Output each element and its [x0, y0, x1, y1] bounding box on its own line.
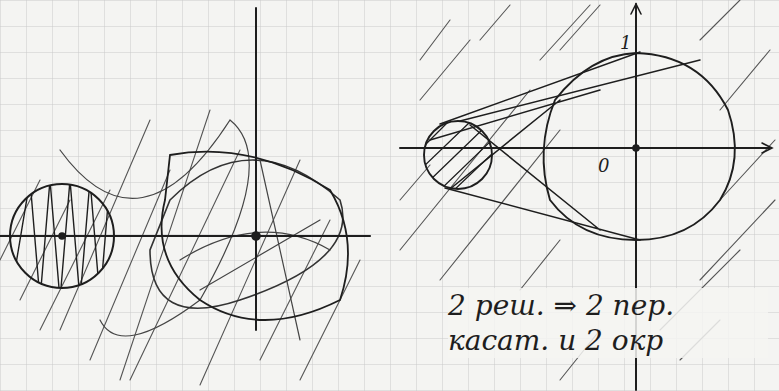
- right-sketch: [400, 0, 775, 390]
- origin-label: 0: [598, 155, 609, 176]
- handwritten-note: 2 реш. ⇒ 2 пер. касат. и 2 окр: [448, 288, 768, 358]
- axis-tick: 1: [620, 32, 631, 53]
- left-sketch: [0, 8, 370, 385]
